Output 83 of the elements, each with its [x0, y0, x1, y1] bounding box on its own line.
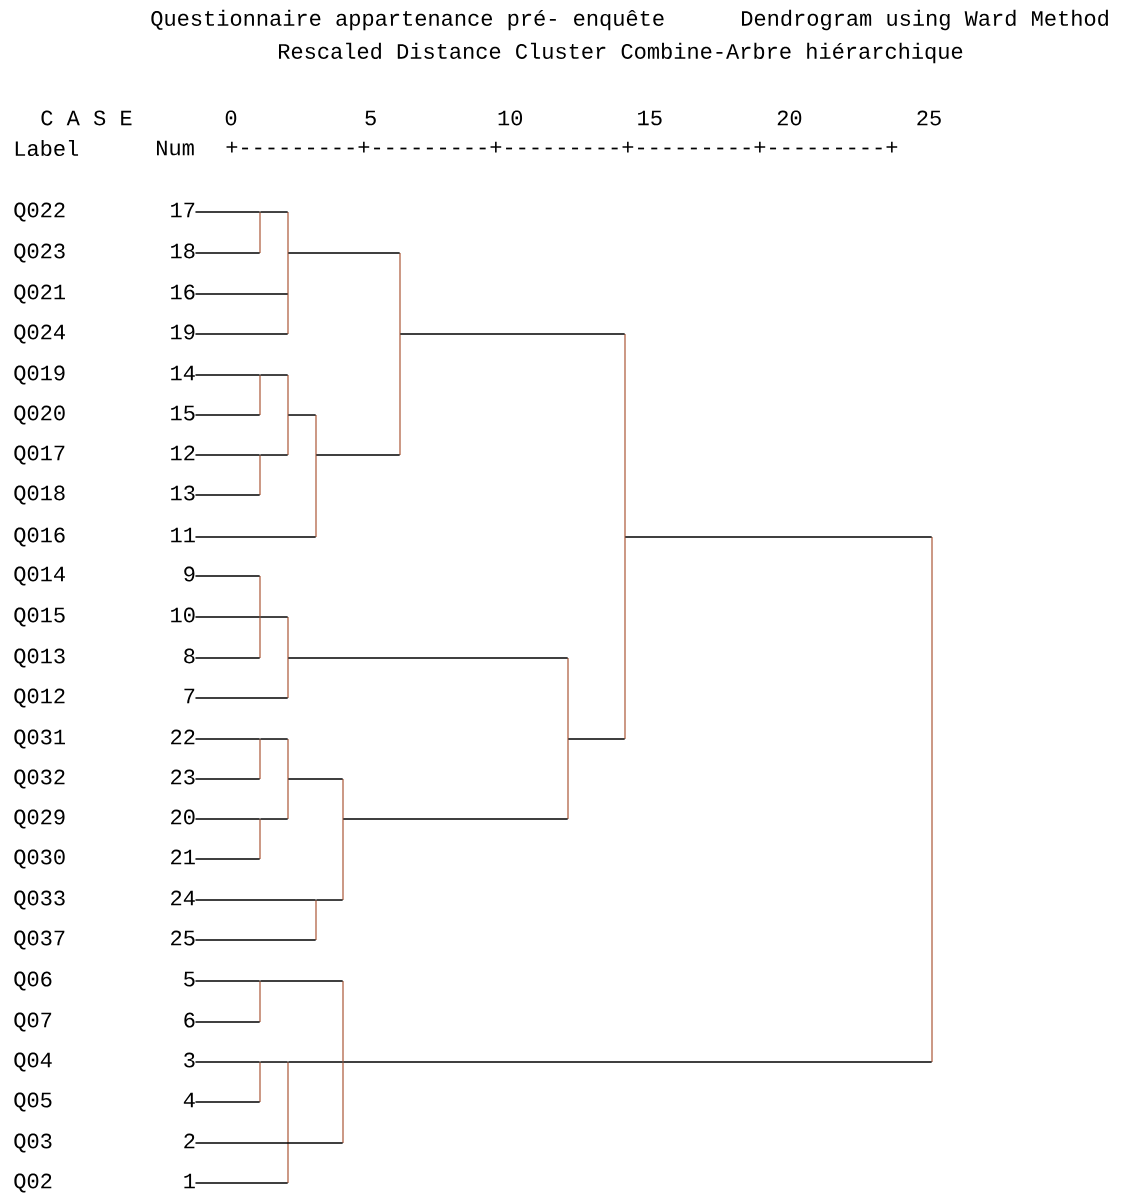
branch-line	[316, 899, 343, 901]
case-label: Q019 14	[14, 365, 195, 385]
branch-line	[195, 738, 260, 740]
branch-line	[195, 939, 316, 941]
case-label: Q012 7	[14, 688, 195, 708]
branch-line	[260, 616, 288, 618]
title-text: Questionnaire appartenance pré- enquête	[151, 9, 664, 31]
case-label: Q033 24	[14, 890, 195, 910]
branch-line	[195, 1021, 260, 1023]
branch-line	[195, 252, 260, 254]
branch-line	[260, 738, 288, 740]
case-label: Q04 3	[14, 1052, 195, 1072]
branch-line	[288, 657, 568, 659]
branch-line	[195, 374, 260, 376]
branch-line	[195, 616, 260, 618]
branch-line	[260, 1061, 288, 1063]
branch-line	[260, 818, 288, 820]
branch-line	[195, 211, 260, 213]
branch-line	[260, 211, 288, 213]
case-label: Q014 9	[14, 566, 195, 586]
branch-line	[288, 778, 343, 780]
axis-tick-label: 15	[638, 110, 662, 126]
column-header: Label	[15, 139, 79, 157]
branch-line	[195, 818, 260, 820]
branch-line	[195, 1101, 260, 1103]
column-header: Num	[157, 140, 194, 156]
branch-line	[400, 333, 625, 335]
case-label: Q018 13	[14, 485, 195, 505]
case-label: Q013 8	[14, 648, 195, 668]
branch-line	[343, 1061, 932, 1063]
branch-line	[195, 414, 260, 416]
branch-line	[195, 778, 260, 780]
case-label: Q07 6	[14, 1012, 195, 1032]
case-label: Q024 19	[14, 324, 195, 344]
branch-line	[195, 454, 260, 456]
column-header: C A S E	[41, 110, 132, 126]
case-label: Q032 23	[14, 769, 195, 789]
axis-tick-label: 25	[917, 110, 941, 126]
case-label: Q031 22	[14, 729, 195, 749]
branch-line	[288, 414, 316, 416]
branch-line	[260, 374, 288, 376]
case-label: Q06 5	[14, 971, 195, 991]
subtitle-text: Rescaled Distance Cluster Combine-Arbre hiérarchique	[279, 42, 963, 64]
axis-tick-label: 20	[777, 110, 802, 126]
branch-line	[195, 697, 288, 699]
case-label: Q02 1	[14, 1173, 195, 1193]
branch-line	[195, 858, 260, 860]
branch-line	[260, 980, 343, 982]
case-label: Q021 16	[14, 284, 195, 304]
branch-line	[568, 738, 625, 740]
case-label: Q037 25	[14, 930, 195, 950]
branch-line	[195, 1142, 343, 1144]
branch-line	[195, 980, 260, 982]
branch-line	[260, 454, 288, 456]
scale-ruler: +---------+---------+---------+---------+---------+	[226, 141, 898, 153]
branch-line	[195, 293, 288, 295]
branch-line	[195, 1182, 288, 1184]
branch-line	[288, 252, 400, 254]
axis-tick-label: 0	[225, 110, 237, 126]
case-label: Q030 21	[14, 849, 195, 869]
case-label: Q03 2	[14, 1133, 195, 1153]
branch-line	[195, 899, 316, 901]
case-label: Q029 20	[14, 809, 195, 829]
branch-line	[316, 454, 400, 456]
branch-line	[195, 536, 316, 538]
branch-line	[195, 333, 288, 335]
case-label: Q017 12	[14, 445, 195, 465]
branch-line	[195, 657, 260, 659]
axis-tick-label: 5	[365, 110, 376, 126]
case-label: Q023 18	[14, 243, 195, 263]
branch-line	[195, 575, 260, 577]
branch-line	[288, 1061, 343, 1063]
branch-line	[625, 536, 932, 538]
case-label: Q022 17	[14, 202, 195, 222]
case-label: Q015 10	[14, 607, 195, 627]
title-text: Dendrogram using Ward Method	[742, 9, 1108, 31]
branch-line	[195, 1061, 260, 1063]
axis-tick-label: 10	[498, 110, 523, 126]
case-label: Q016 11	[14, 527, 195, 547]
branch-line	[195, 494, 260, 496]
branch-line	[343, 818, 568, 820]
case-label: Q020 15	[14, 405, 195, 425]
case-label: Q05 4	[14, 1092, 195, 1112]
